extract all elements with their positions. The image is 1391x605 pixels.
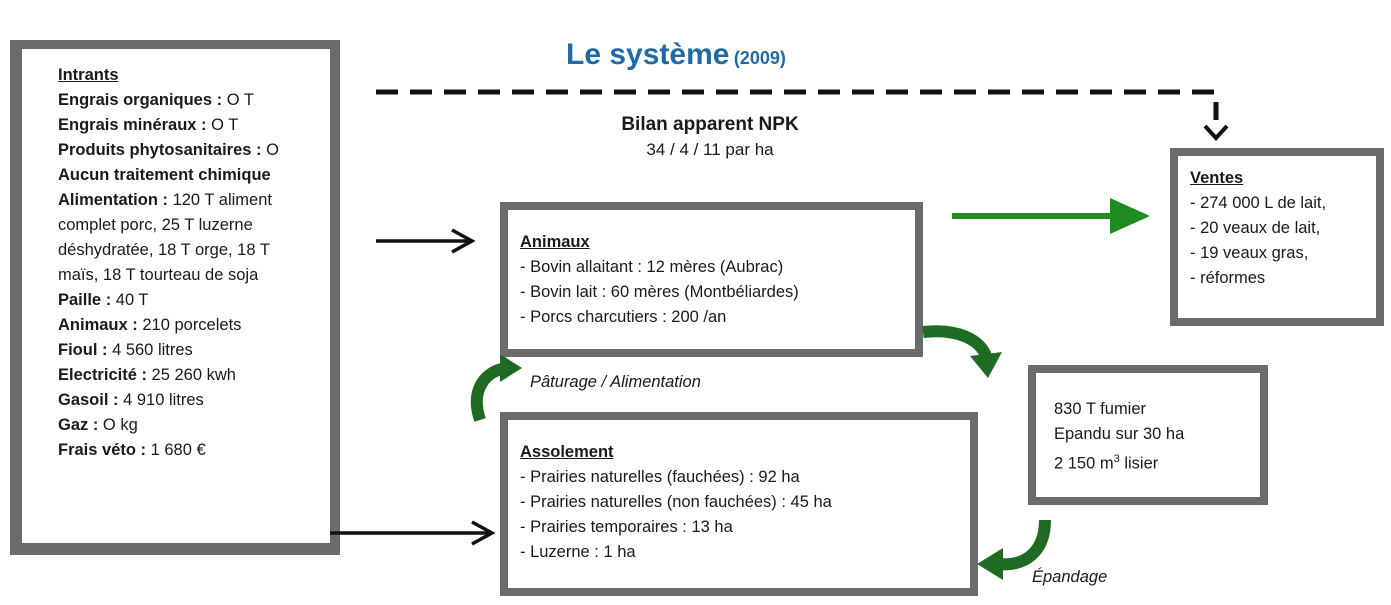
intrants-line: déshydratée, 18 T orge, 18 T (58, 241, 270, 259)
bilan-npk: Bilan apparent NPK 34 / 4 / 11 par ha (540, 114, 880, 160)
intrants-line: Gaz : O kg (58, 416, 138, 434)
intrants-line: Animaux : 210 porcelets (58, 316, 242, 334)
intrants-line: Gasoil : 4 910 litres (58, 391, 204, 409)
intrants-line: Produits phytosanitaires : O (58, 141, 279, 159)
ventes-item: - 274 000 L de lait, (1190, 194, 1327, 212)
ventes-item: - 19 veaux gras, (1190, 244, 1309, 262)
dashed-connector (376, 89, 1219, 120)
intrants-line: Electricité : 25 260 kwh (58, 366, 236, 384)
assolement-item: - Prairies naturelles (fauchées) : 92 ha (520, 468, 800, 486)
animaux-item: - Bovin allaitant : 12 mères (Aubrac) (520, 258, 784, 276)
fumier-line3: 2 150 m3 lisier (1054, 453, 1159, 473)
ventes-item: - 20 veaux de lait, (1190, 219, 1321, 237)
assolement-box: Assolement - Prairies naturelles (fauché… (500, 412, 978, 596)
intrants-line: Frais véto : 1 680 € (58, 441, 206, 459)
intrants-line: Paille : 40 T (58, 291, 149, 309)
dashed-arrowhead-icon (1203, 124, 1229, 141)
title-year: (2009) (733, 48, 786, 68)
intrants-line: Fioul : 4 560 litres (58, 341, 193, 359)
fumier-line2: Epandu sur 30 ha (1054, 425, 1185, 443)
epandage-label: Épandage (1032, 568, 1108, 586)
animaux-heading: Animaux (520, 233, 590, 251)
diagram-title: Le système (2009) (566, 38, 786, 72)
intrants-line: Engrais organiques : O T (58, 91, 254, 109)
intrants-heading: Intrants (58, 66, 119, 84)
intrants-line: maïs, 18 T tourteau de soja (58, 266, 259, 284)
intrants-line: Engrais minéraux : O T (58, 116, 239, 134)
cycle-arrow-icon (977, 519, 1051, 580)
ventes-box: Ventes - 274 000 L de lait, - 20 veaux d… (1170, 148, 1384, 326)
animaux-item: - Porcs charcutiers : 200 /an (520, 308, 727, 326)
intrants-line: complet porc, 25 T luzerne (58, 216, 253, 234)
paturage-label: Pâturage / Alimentation (530, 373, 701, 391)
intrants-line: Aucun traitement chimique (58, 166, 271, 184)
ventes-heading: Ventes (1190, 169, 1244, 187)
assolement-item: - Prairies naturelles (non fauchées) : 4… (520, 493, 832, 511)
cycle-arrow-icon (922, 325, 1002, 378)
assolement-item: - Luzerne : 1 ha (520, 543, 636, 561)
animaux-item: - Bovin lait : 60 mères (Montbéliardes) (520, 283, 799, 301)
ventes-item: - réformes (1190, 269, 1266, 287)
assolement-heading: Assolement (520, 443, 614, 461)
fumier-box: 830 T fumier Epandu sur 30 ha 2 150 m3 l… (1028, 365, 1268, 505)
assolement-item: - Prairies temporaires : 13 ha (520, 518, 733, 536)
intrants-line: Alimentation : 120 T aliment (58, 191, 272, 209)
intrants-box: Intrants Engrais organiques : O T Engrais… (10, 40, 340, 555)
bilan-heading: Bilan apparent NPK (621, 114, 799, 135)
title-main: Le système (566, 38, 730, 71)
animaux-box: Animaux - Bovin allaitant : 12 mères (Au… (500, 202, 923, 357)
cycle-arrow-icon (470, 354, 522, 422)
fumier-line1: 830 T fumier (1054, 400, 1147, 418)
bilan-value: 34 / 4 / 11 par ha (646, 140, 774, 159)
